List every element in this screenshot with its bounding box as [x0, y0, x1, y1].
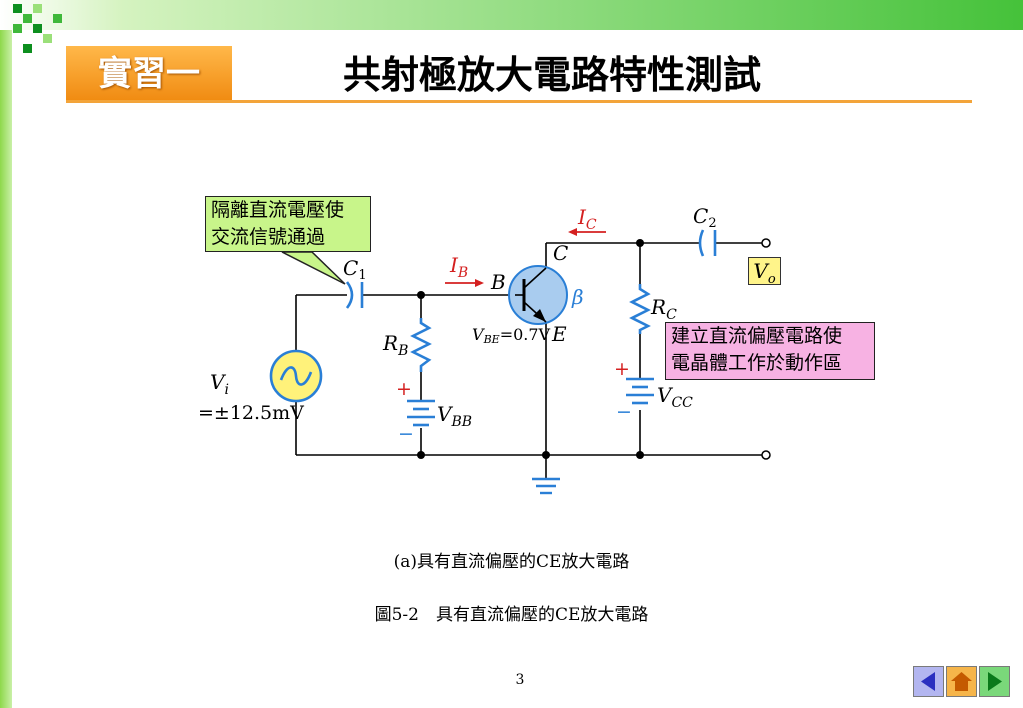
- figure-caption: 圖5-2 具有直流偏壓的CE放大電路: [374, 605, 649, 625]
- ac-source: [269, 349, 323, 403]
- decor-square: [23, 14, 32, 23]
- vbb-plus-sign: +: [396, 378, 412, 400]
- capacitor-c1: [345, 281, 364, 309]
- vi-value: =±12.5mV: [198, 402, 304, 424]
- ground-icon: [532, 477, 560, 495]
- junction-dot: [542, 451, 550, 459]
- sine-wave-icon: [279, 366, 313, 386]
- vo-label-box: Vo: [748, 257, 781, 287]
- junction-dot: [636, 239, 644, 247]
- c2-label: C2: [693, 204, 717, 231]
- ib-arrowhead: [475, 279, 484, 287]
- collector-label: C: [553, 241, 568, 265]
- vo-label: V: [753, 259, 768, 283]
- decor-square: [23, 44, 32, 53]
- home-button[interactable]: [946, 666, 977, 697]
- bias-note-line: 電晶體工作於動作區: [671, 352, 843, 374]
- left-decor-bar: [0, 0, 12, 708]
- page-title: 共射極放大電路特性測試: [342, 53, 761, 97]
- coupling-note-line: 交流信號通過: [211, 226, 326, 248]
- vbe-label: VBE=0.7V: [472, 325, 551, 346]
- wires: [295, 242, 762, 478]
- bias-circuit-note: 建立直流偏壓電路使 電晶體工作於動作區: [665, 322, 875, 380]
- c1-label: C1: [343, 256, 367, 283]
- junction-dot: [417, 451, 425, 459]
- resistor-rb: [410, 318, 432, 372]
- top-decor-bar: [0, 0, 1023, 30]
- output-terminal: [761, 238, 771, 248]
- beta-label: β: [571, 285, 584, 309]
- junction-dot: [417, 291, 425, 299]
- base-label: B: [490, 270, 506, 294]
- right-triangle-icon: [988, 672, 1002, 691]
- battery-vbb: [407, 399, 435, 427]
- resistor-rc: [629, 284, 651, 334]
- decor-square: [33, 24, 42, 33]
- vcc-plus-sign: +: [614, 358, 630, 380]
- vbb-minus-sign: −: [398, 423, 414, 445]
- current-arrows: [445, 228, 606, 287]
- rb-label: RB: [382, 331, 408, 359]
- left-triangle-icon: [921, 672, 935, 691]
- title-underline: [66, 100, 972, 103]
- ic-label: IC: [577, 205, 597, 233]
- section-tag-label: 實習一: [98, 54, 200, 94]
- emitter-arrow-icon: [533, 309, 546, 322]
- callout-pointer: [281, 251, 346, 285]
- vcc-minus-sign: −: [616, 401, 632, 423]
- page-number: 3: [515, 672, 525, 688]
- prev-slide-button[interactable]: [913, 666, 944, 697]
- next-slide-button[interactable]: [979, 666, 1010, 697]
- vbb-label: VBB: [437, 402, 472, 430]
- ib-label: IB: [449, 253, 468, 281]
- emitter-label: E: [551, 322, 567, 346]
- npn-transistor: [508, 265, 568, 325]
- vcc-label: VCC: [657, 383, 693, 411]
- decor-square: [33, 4, 42, 13]
- vo-sub: o: [767, 272, 776, 287]
- decor-square: [13, 24, 22, 33]
- decor-square: [13, 4, 22, 13]
- battery-vcc: [626, 377, 654, 405]
- coupling-capacitor-note: 隔離直流電壓使 交流信號通過: [205, 196, 371, 252]
- vi-label: Vi: [210, 370, 229, 398]
- decor-square: [53, 14, 62, 23]
- decor-square: [43, 34, 52, 43]
- rc-label: RC: [650, 295, 677, 323]
- ic-arrowhead: [568, 228, 577, 236]
- capacitor-c2: [698, 229, 717, 257]
- junctions: [417, 239, 644, 459]
- section-tag: 實習一: [66, 46, 232, 102]
- sub-caption: (a)具有直流偏壓的CE放大電路: [393, 552, 630, 572]
- junction-dot: [636, 451, 644, 459]
- bias-note-line: 建立直流偏壓電路使: [671, 325, 843, 347]
- output-ground-terminal: [761, 450, 771, 460]
- home-icon: [951, 672, 972, 691]
- coupling-note-line: 隔離直流電壓使: [211, 199, 345, 221]
